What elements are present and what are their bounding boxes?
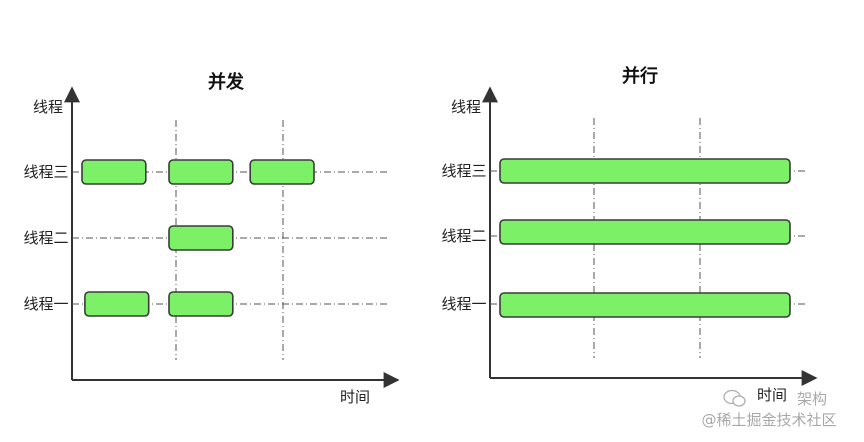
task-bar [499,219,791,245]
y-axis-label: 线程 [33,98,63,116]
thread-label: 线程二 [23,229,68,247]
x-axis-label: 时间 [757,386,787,404]
task-bar [168,291,234,317]
task-bar [168,225,234,251]
panel-title: 并行 [622,65,658,87]
thread-label: 线程二 [441,227,486,245]
x-axis-label: 时间 [340,388,370,406]
task-bar [499,158,791,184]
y-axis-label: 线程 [451,98,481,116]
thread-label: 线程一 [23,295,68,313]
watermark-account: 架构 [797,390,827,408]
watermark-site: @稀土掘金技术社区 [701,411,836,429]
thread-label: 线程三 [441,162,486,180]
thread-label: 线程一 [441,295,486,313]
task-bar [81,159,147,185]
concurrency-panel: 并发 线程 时间 线程三 线程二 线程一 [23,71,400,406]
parallelism-panel: 并行 线程 时间 线程三 线程二 线程一 [441,65,818,404]
task-bars [499,158,791,318]
panel-title: 并发 [208,71,245,93]
task-bar [84,291,150,317]
watermark: 架构 @稀土掘金技术社区 [701,389,837,429]
task-bars [81,159,315,317]
thread-label: 线程三 [23,163,68,181]
wechat-icon [723,389,746,407]
task-bar [168,159,234,185]
task-bar [499,292,791,318]
task-bar [249,159,315,185]
